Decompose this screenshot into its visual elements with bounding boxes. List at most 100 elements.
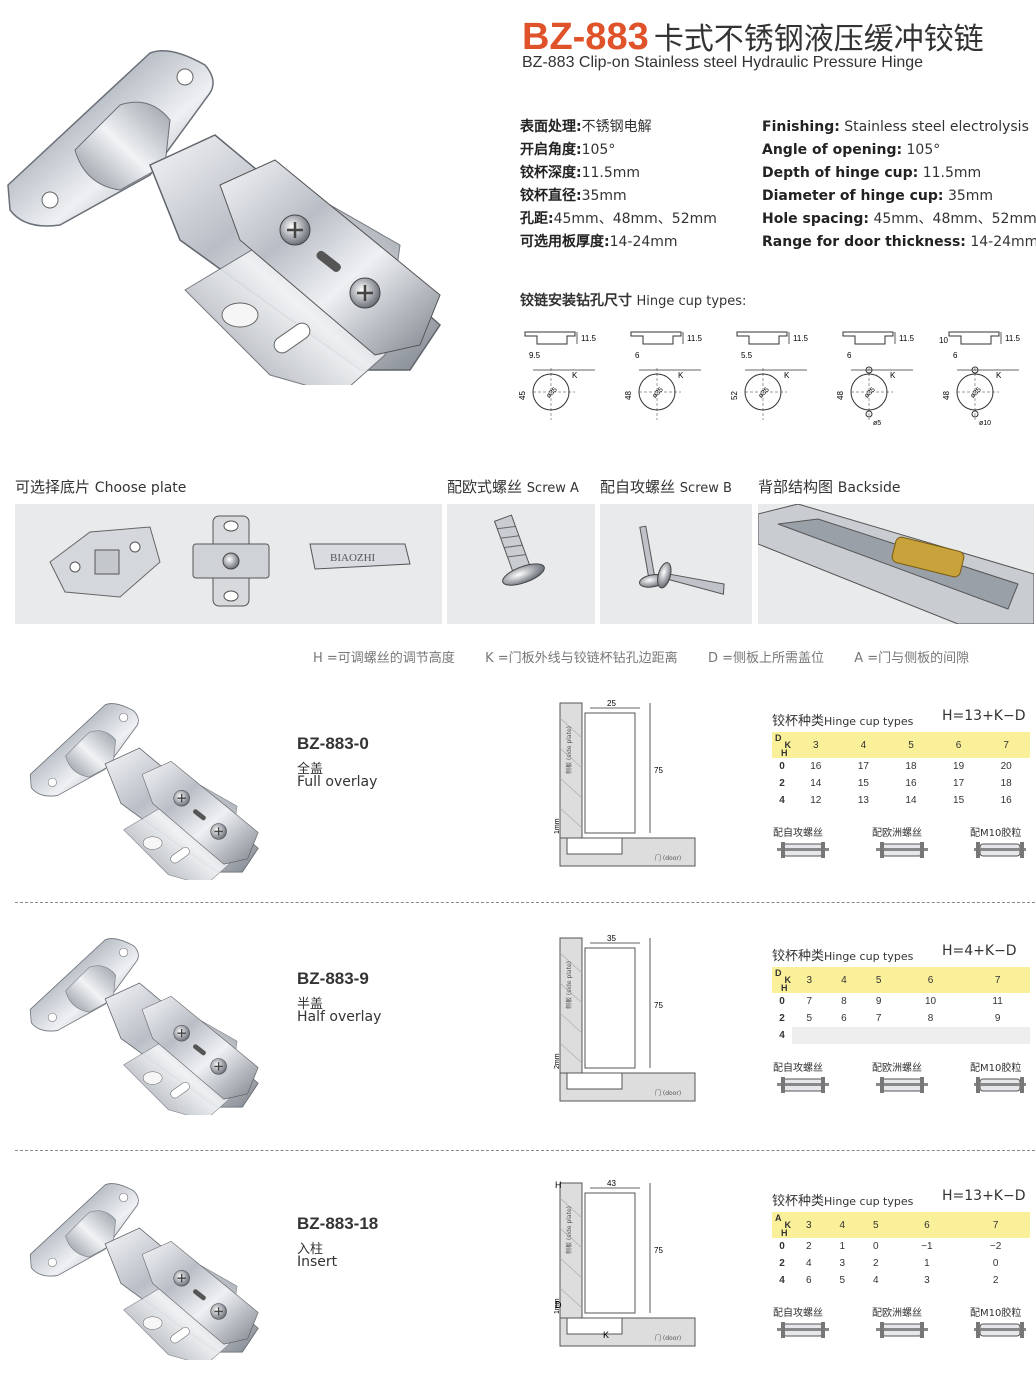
table-value-cell: 16 [887, 775, 935, 792]
installation-drawing: 43 75 1mm 侧板 (side plate) 门 (door) H D K [554, 1179, 696, 1347]
dim-top: 43 [607, 1179, 616, 1188]
table-value-cell: −1 [892, 1238, 962, 1255]
screw-option-label: 配自攻螺丝 [773, 828, 823, 839]
table-value-cell: 5 [825, 1272, 860, 1289]
model-name-cn: 入柱 [297, 1242, 324, 1257]
table-value-cell: 9 [861, 993, 896, 1010]
table-value-cell: 0 [859, 1238, 893, 1255]
cup-top-label: 10 [939, 336, 948, 345]
cup-depth-label: 11.5 [687, 334, 703, 343]
table-k-cell: 5 [859, 1212, 893, 1238]
cup-depth-label: 11.5 [581, 334, 597, 343]
backside-image [757, 503, 1035, 625]
cup-spacing-label: 48 [836, 391, 845, 400]
cup-profile [630, 331, 682, 345]
table-value-cell: 13 [839, 792, 888, 809]
cup-profile [948, 331, 1000, 345]
legend-a: A =门与侧板的间隙 [854, 651, 970, 666]
table-title: 铰杯种类Hinge cup types [772, 714, 914, 729]
model-hinge-image [29, 937, 259, 1115]
table-value-cell: 20 [982, 758, 1030, 775]
table-value-cell: 2 [961, 1272, 1030, 1289]
product-title-en: BZ-883 Clip-on Stainless steel Hydraulic… [522, 54, 924, 71]
legend-h: H =可调螺丝的调节高度 [313, 651, 455, 666]
table-h-cell: 0 [772, 993, 792, 1010]
screw-option-label: 配欧洲螺丝 [872, 828, 922, 839]
cup-offset-label: 6 [847, 351, 852, 360]
table-value-cell: 4 [859, 1272, 893, 1289]
cup-depth-label: 11.5 [899, 334, 915, 343]
table-value-cell: 19 [934, 758, 983, 775]
screw-option-label: 配自攻螺丝 [773, 1063, 823, 1074]
table-value-cell: 16 [792, 758, 840, 775]
table-k-cell: 5 [887, 732, 935, 758]
screw-option-icon [876, 1322, 928, 1338]
table-h-cell: 0 [772, 758, 792, 775]
screw-a-image [493, 514, 545, 586]
spec-cn-row: 可选用板厚度:14-24mm [520, 234, 678, 250]
spec-en-row: Depth of hinge cup: 11.5mm [762, 165, 982, 181]
spec-en-row: Hole spacing: 45mm、48mm、52mm [762, 211, 1036, 227]
table-corner-cell: D K H [772, 967, 792, 993]
table-value-cell: 3 [892, 1272, 962, 1289]
table-value-cell [895, 1027, 966, 1044]
model-code: BZ-883-0 [297, 734, 369, 753]
table-value-cell: 2 [792, 1238, 826, 1255]
screw-option-icon [777, 842, 829, 858]
table-value-cell: 0 [961, 1255, 1030, 1272]
table-value-cell: 18 [982, 775, 1030, 792]
choose-plate-label: 可选择底片 Choose plate [15, 478, 187, 496]
specs-cn: 表面处理:不锈钢电解 开启角度:105° 铰杯深度:11.5mm 铰杯直径:35… [520, 116, 717, 254]
model-name-cn: 全盖 [297, 762, 324, 777]
table-value-cell: 8 [826, 993, 862, 1010]
installation-drawing: 25 75 1mm 侧板 (side plate) 门 (door) [554, 699, 696, 867]
cup-offset-label: 6 [953, 351, 958, 360]
screw-option-label: 配欧洲螺丝 [872, 1063, 922, 1074]
screw-b-panel [600, 504, 752, 624]
table-k-cell: 3 [792, 732, 840, 758]
specs-en: Finishing: Stainless steel electrolysis … [762, 116, 1036, 254]
spec-en-row: Angle of opening: 105° [762, 142, 941, 158]
hinge-outline [584, 712, 636, 834]
cup-offset-label: 6 [635, 351, 640, 360]
cup-offset-label: 5.5 [741, 351, 753, 360]
cup-profile [842, 331, 894, 345]
table-h-cell: 4 [772, 1027, 792, 1044]
spec-cn-row: 铰杯深度:11.5mm [520, 165, 641, 181]
screw-option-icon [876, 842, 928, 858]
table-h-cell: 2 [772, 1255, 792, 1272]
plate-panel: BIAOZHI [15, 504, 442, 624]
dim-d: D [555, 1300, 562, 1310]
table-value-cell: 15 [934, 792, 983, 809]
table-value-cell [792, 1027, 827, 1044]
screw-option-icon [777, 1322, 829, 1338]
cup-depth-label: 11.5 [1005, 334, 1021, 343]
table-k-cell: 3 [792, 1212, 826, 1238]
product-title-cn: 卡式不锈钢液压缓冲铰链 [653, 22, 984, 57]
cup-dia-label: ø35 [969, 386, 983, 400]
table-value-cell: 2 [859, 1255, 893, 1272]
cup-dia-label: ø35 [757, 386, 771, 400]
cup-offset-label: 9.5 [529, 351, 541, 360]
dim-top: 35 [607, 934, 616, 943]
table-k-cell: 6 [895, 967, 966, 993]
cup-types-heading: 铰链安装钻孔尺寸 Hinge cup types: [520, 293, 747, 309]
side-plate-label: 侧板 (side plate) [565, 961, 573, 1009]
table-title: 铰杯种类Hinge cup types [772, 1194, 914, 1209]
table-value-cell: 7 [861, 1010, 896, 1027]
spec-cn-row: 孔距:45mm、48mm、52mm [520, 211, 717, 227]
